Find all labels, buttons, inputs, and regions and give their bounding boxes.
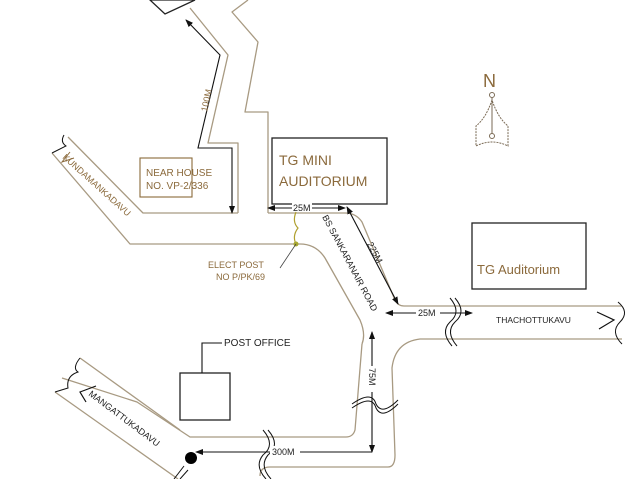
label-225m: 225M [365,240,384,265]
label-25m-right: 25M [418,308,436,318]
building-tg-auditorium: TG Auditorium [471,222,587,290]
road-bs-sankaranair [61,338,455,477]
location-marker [185,452,197,464]
north-arrow-icon [475,92,509,147]
building-tg-mini-auditorium: TG MINI AUDITORIUM [271,137,388,205]
top-building [149,0,196,15]
dimension-300m: 300M [185,446,372,464]
elect-post: ELECT POST NO P/PK/69 [208,211,299,282]
north-label: N [483,71,496,91]
near-house-line1: NEAR HOUSE [146,168,212,179]
label-100m: 100M [199,88,213,112]
elect-post-line1: ELECT POST [208,260,264,270]
road-mangattukadavu [54,357,181,479]
road-thachottukavu [455,305,622,340]
dimension-225m: 225M [346,206,399,305]
label-thachottukavu: THACHOTTUKAVU [496,315,571,325]
building-near-house: NEAR HOUSE NO. VP-2/336 [139,157,212,198]
near-house-line2: NO. VP-2/336 [146,181,209,192]
label-75m: 75M [367,368,377,386]
dimension-75m: 75M [280,331,378,453]
tg-mini-line2: AUDITORIUM [279,173,367,189]
label-300m: 300M [272,447,295,457]
building-post-office: POST OFFICE [179,338,291,421]
label-25m-top: 25M [293,203,311,213]
elect-post-line2: NO P/PK/69 [216,272,265,282]
post-office-label: POST OFFICE [224,338,291,349]
dimension-25m-right: 25M [385,307,473,318]
label-bs-sankaranair-road: BS SANKARANAIR ROAD [320,213,380,313]
break-symbols [258,297,625,479]
dimension-100m: 100M [185,19,235,214]
label-kundamankadavu: KUNDAMANKADAVU [61,152,133,218]
north-arrow: N [475,71,509,147]
dimension-25m-top: 25M [267,202,346,213]
tg-auditorium-label: TG Auditorium [477,262,560,277]
tg-mini-line1: TG MINI [279,152,332,168]
